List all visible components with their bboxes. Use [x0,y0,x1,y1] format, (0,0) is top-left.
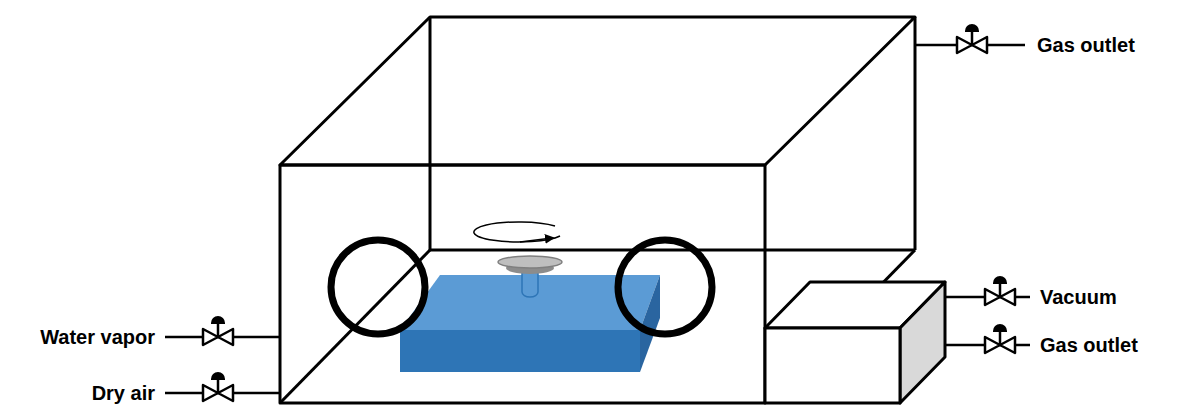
line-label: Dry air [92,383,155,403]
antechamber [765,282,945,403]
spin-chuck [498,256,562,297]
line-label: Water vapor [40,327,155,347]
line-label: Gas outlet [1040,335,1138,355]
valve-symbols [203,25,1015,401]
glovebox-outline [280,17,915,403]
glove-ports [331,240,712,334]
line-label: Gas outlet [1037,35,1135,55]
rotation-arrow [474,222,560,242]
front-face [280,165,765,403]
line-label: Vacuum [1040,287,1117,307]
gas-lines [165,45,1030,393]
